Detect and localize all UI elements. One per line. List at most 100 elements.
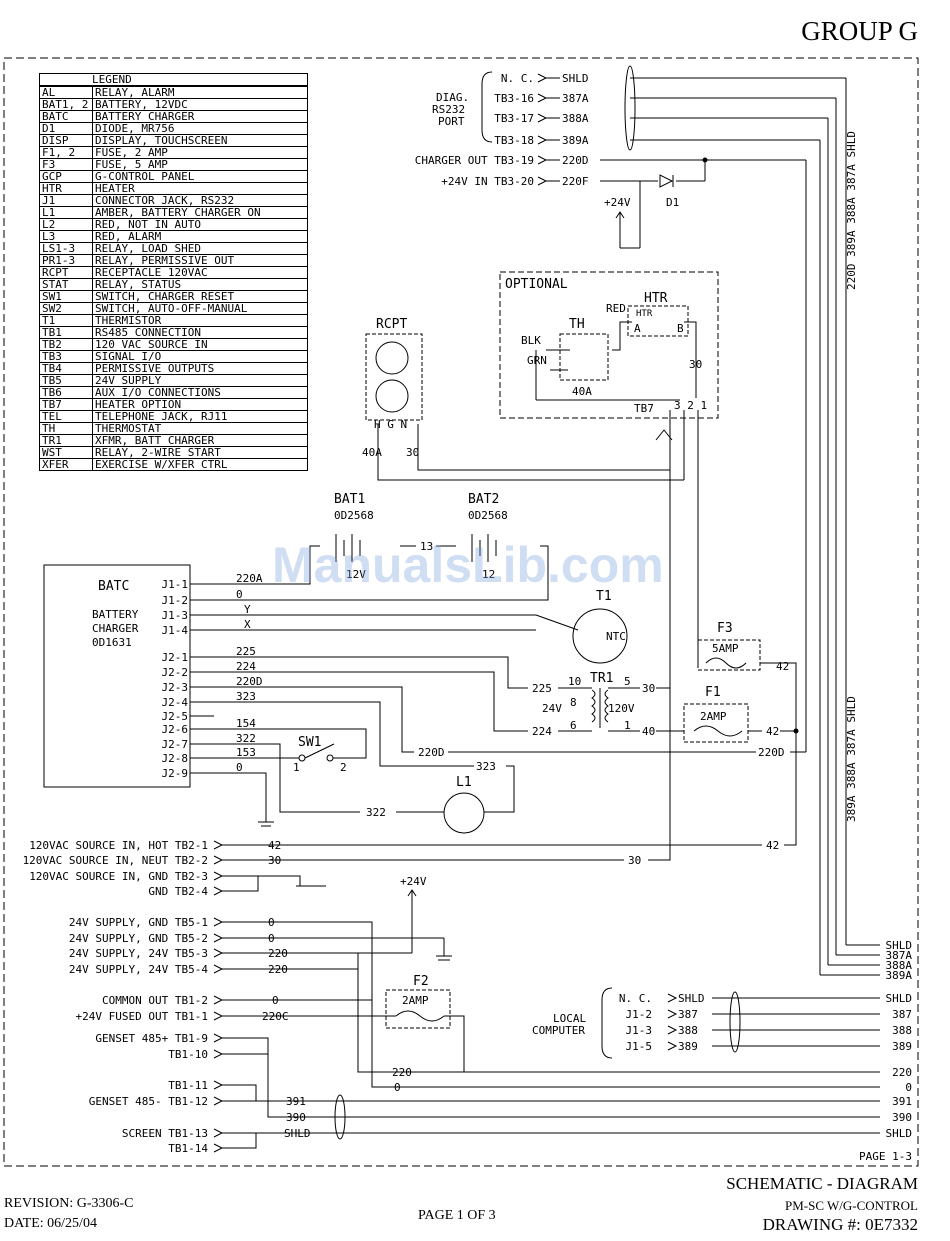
right-edge-label: 387 bbox=[892, 1008, 912, 1021]
bundle-label-top: 220D 389A 388A 387A SHLD bbox=[845, 131, 858, 290]
legend-value: EXERCISE W/XFER CTRL bbox=[92, 458, 308, 471]
tb1-terminal-label: GENSET 485- TB1-12 bbox=[89, 1095, 208, 1108]
batc-wire-label: 323 bbox=[236, 690, 256, 703]
tb3-terminal-label: TB3-18 bbox=[494, 134, 534, 147]
legend-value: RELAY, ALARM bbox=[92, 85, 308, 99]
tr1-coils bbox=[591, 688, 609, 728]
terminal-arrow bbox=[213, 886, 224, 896]
legend-value: FUSE, 2 AMP bbox=[92, 146, 308, 159]
rcpt-label: RCPT bbox=[376, 317, 407, 332]
w42-f1: 42 bbox=[766, 725, 779, 738]
batc-pin-label: J1-2 bbox=[162, 594, 189, 607]
legend-value: XFMR, BATT CHARGER bbox=[92, 434, 308, 447]
w13-label: 13 bbox=[420, 540, 433, 553]
w220-f2: 220 bbox=[392, 1066, 412, 1079]
sw1-symbol bbox=[214, 728, 367, 762]
w30-tr1: 30 bbox=[642, 682, 655, 695]
w220d-b: 220D bbox=[758, 746, 785, 759]
lc-wire-label: 389 bbox=[678, 1040, 698, 1053]
sw1-label: SW1 bbox=[298, 735, 321, 750]
terminal-arrow bbox=[213, 840, 224, 850]
diag-port-block bbox=[481, 71, 493, 143]
legend-key: TH bbox=[39, 422, 93, 435]
batc-wire-label: 322 bbox=[236, 732, 256, 745]
legend-key: L1 bbox=[39, 206, 93, 219]
legend-value: SWITCH, AUTO-OFF-MANUAL bbox=[92, 302, 308, 315]
terminal-arrow bbox=[537, 113, 548, 123]
optional-box bbox=[499, 271, 719, 419]
w42-tb2: 42 bbox=[766, 839, 779, 852]
w220d-a: 220D bbox=[418, 746, 445, 759]
diag-port-line-1: DIAG. bbox=[436, 91, 469, 104]
tb3-wire-label: 220D bbox=[562, 154, 589, 167]
blk-wire-label: BLK bbox=[521, 334, 541, 347]
group-title: GROUP G bbox=[801, 16, 918, 46]
l1-label: L1 bbox=[456, 775, 472, 790]
batc-pin-label: J2-5 bbox=[162, 710, 189, 723]
batc-pin-label: J2-2 bbox=[162, 666, 189, 679]
batc-wire-label: 154 bbox=[236, 717, 256, 730]
right-edge-label: SHLD bbox=[886, 1127, 913, 1140]
legend-header: LEGEND bbox=[39, 73, 308, 87]
batc-wire-label: 224 bbox=[236, 660, 256, 673]
batc-pin-label: J2-7 bbox=[162, 738, 189, 751]
terminal-arrow bbox=[213, 917, 224, 927]
terminal-arrow bbox=[213, 933, 224, 943]
terminal-arrow bbox=[213, 1128, 224, 1138]
f1-box bbox=[683, 703, 749, 743]
page-ref: PAGE 1-3 bbox=[859, 1150, 912, 1163]
tb3-terminal-label: CHARGER OUT TB3-19 bbox=[415, 154, 534, 167]
legend-key: XFER bbox=[39, 458, 93, 471]
batc-wire-label: 0 bbox=[236, 761, 243, 774]
legend-value: 120 VAC SOURCE IN bbox=[92, 338, 308, 351]
lc-terminal-label: J1-5 bbox=[626, 1040, 653, 1053]
terminal-arrow bbox=[537, 93, 548, 103]
lc-terminal-label: J1-3 bbox=[626, 1024, 653, 1037]
tb3-wire-label: 387A bbox=[562, 92, 589, 105]
legend-value: BATTERY CHARGER bbox=[92, 110, 308, 123]
batc-wire-label: 0 bbox=[236, 588, 243, 601]
tb3-terminal-label: N. C. bbox=[501, 72, 534, 85]
terminal-arrow bbox=[213, 1011, 224, 1021]
terminal-arrow bbox=[213, 964, 224, 974]
legend-key: TB7 bbox=[39, 398, 93, 411]
tb5-terminal-label: 24V SUPPLY, 24V TB5-4 bbox=[69, 963, 208, 976]
lc-terminal-label: J1-2 bbox=[626, 1008, 653, 1021]
tb1-terminal-label: TB1-10 bbox=[168, 1048, 208, 1061]
tr1-p1: 1 bbox=[624, 719, 631, 732]
tr1-p6: 6 bbox=[570, 719, 577, 732]
tb1-terminal-label: TB1-14 bbox=[168, 1142, 208, 1155]
w40a-rcpt: 40A bbox=[362, 446, 382, 459]
sw1-p1: 1 bbox=[293, 761, 300, 774]
tb3-wire-label: SHLD bbox=[562, 72, 589, 85]
legend-key: DISP bbox=[39, 134, 93, 147]
htr-inner: HTR bbox=[636, 309, 653, 319]
tb3-terminal-label: TB3-16 bbox=[494, 92, 534, 105]
tb2-terminal-label: GND TB2-4 bbox=[148, 885, 208, 898]
right-edge-label: 389A bbox=[886, 969, 913, 982]
w390-label: 390 bbox=[286, 1111, 306, 1124]
terminal-arrow bbox=[537, 135, 548, 145]
legend-key: STAT bbox=[39, 278, 93, 291]
w322-label: 322 bbox=[366, 806, 386, 819]
terminal-arrow bbox=[667, 1041, 678, 1051]
legend-key: TB2 bbox=[39, 338, 93, 351]
tr1-24v: 24V bbox=[542, 702, 562, 715]
htr-box bbox=[627, 305, 689, 337]
f2-rating: 2AMP bbox=[402, 994, 429, 1007]
batc-wire-label: 220A bbox=[236, 572, 263, 585]
legend-key: TEL bbox=[39, 410, 93, 423]
tb5-terminal-label: 24V SUPPLY, GND TB5-1 bbox=[69, 916, 208, 929]
terminal-arrow bbox=[213, 995, 224, 1005]
legend-value: RELAY, LOAD SHED bbox=[92, 242, 308, 255]
bundle-label-mid: 389A 388A 387A SHLD bbox=[845, 696, 858, 822]
